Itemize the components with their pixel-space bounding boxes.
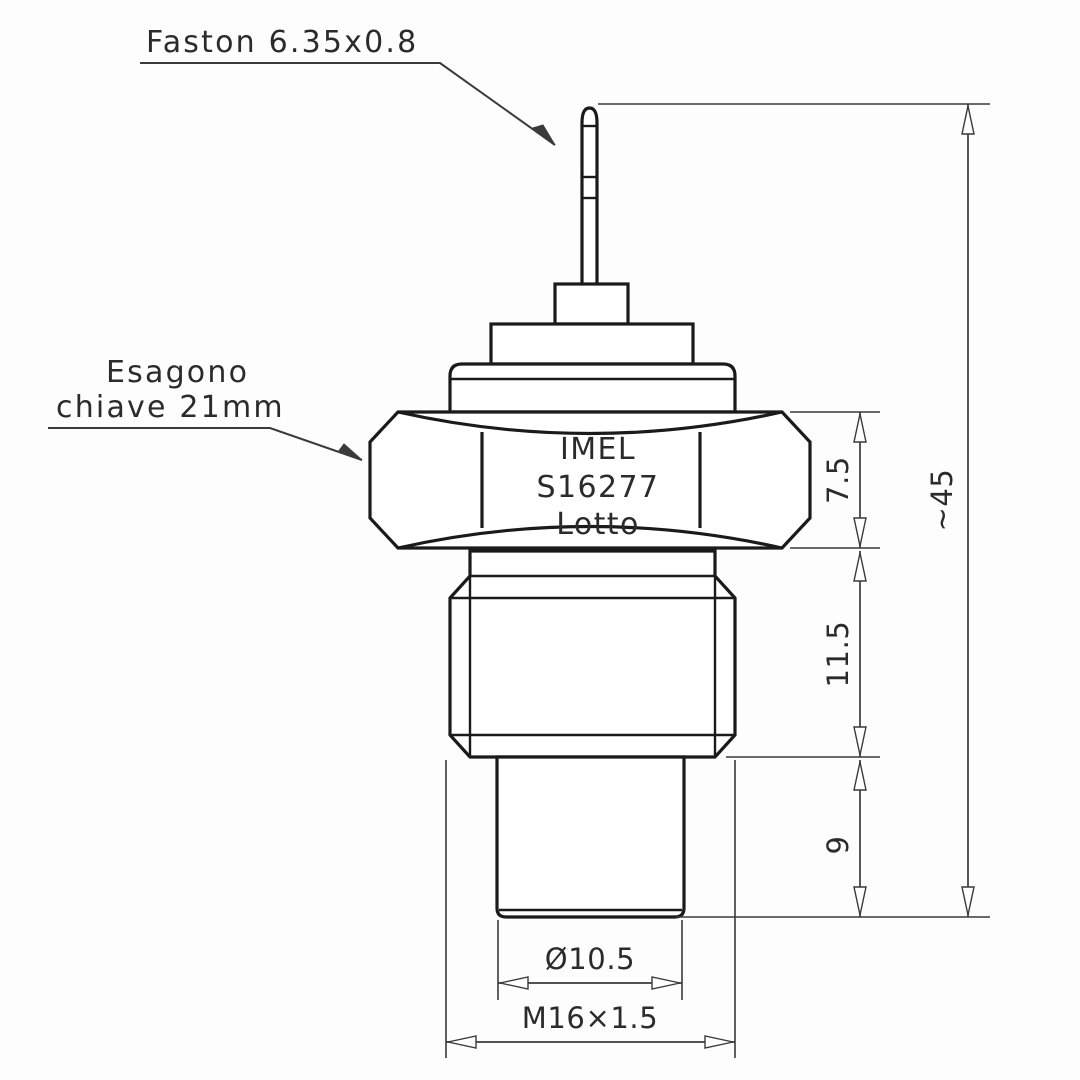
faston-blade-outline	[580, 106, 599, 300]
annotation-layer: Faston 6.35x0.8 Esagono chiave 21mm	[48, 25, 556, 461]
part-geometry: IMEL S16277 Lotto	[368, 106, 812, 919]
nose-cylinder	[495, 755, 686, 919]
hex-chamfer-arc-top	[397, 410, 783, 436]
body-marking-group: IMEL S16277 Lotto	[537, 432, 660, 542]
horizontal-dimension-layer: Ø10.5 M16×1.5	[445, 760, 736, 1058]
hex-annotation: Esagono chiave 21mm	[48, 355, 363, 461]
dim-arrow-7p5-top	[853, 413, 867, 443]
marking-line-lot: Lotto	[556, 507, 639, 542]
marking-line-code: S16277	[537, 470, 660, 505]
dimension-nose-length: 9	[821, 760, 867, 917]
faston-annotation: Faston 6.35x0.8	[140, 25, 556, 146]
vertical-dimension-layer: 7.5 11.5 9 ~45	[598, 103, 990, 918]
dim-arrow-7p5-bottom	[853, 517, 867, 547]
dim-arrow-overall-top	[961, 105, 975, 135]
dimension-thread-spec: M16×1.5	[446, 1001, 735, 1049]
dimension-hex-height: 7.5	[821, 412, 867, 548]
faston-leader-arrowhead	[531, 124, 556, 146]
shoulder-collar	[448, 362, 737, 414]
dim-arrow-diameter-left	[499, 976, 529, 990]
dimension-thread-length: 11.5	[821, 551, 867, 757]
thread-outer-profile	[448, 549, 737, 759]
faston-terminal	[580, 106, 599, 300]
threaded-section	[448, 549, 737, 759]
riser-block-upper	[553, 282, 630, 326]
dimension-nose-diameter: Ø10.5	[498, 942, 682, 990]
marking-line-brand: IMEL	[560, 432, 636, 467]
dim-arrow-11p5-bottom	[853, 726, 867, 756]
hex-label-line1: Esagono	[106, 355, 249, 390]
dim-arrow-overall-bottom	[961, 886, 975, 916]
faston-leader-line	[140, 62, 556, 146]
dim-value-hex-height: 7.5	[821, 456, 855, 504]
nose-outline	[495, 755, 686, 919]
dim-arrow-diameter-right	[651, 976, 681, 990]
shoulder-outline	[448, 362, 737, 414]
dim-value-nose-diameter: Ø10.5	[545, 942, 635, 976]
dim-value-thread-spec: M16×1.5	[522, 1001, 659, 1035]
dim-arrow-thread-right	[704, 1035, 734, 1049]
dim-arrow-11p5-top	[853, 552, 867, 582]
hex-leader-line	[48, 427, 363, 461]
dim-value-overall-length: ~45	[925, 468, 959, 531]
hex-chamfer-arc-bottom	[397, 524, 783, 550]
dim-value-thread-length: 11.5	[821, 621, 855, 688]
dim-arrow-thread-left	[447, 1035, 477, 1049]
hex-label-line2: chiave 21mm	[56, 390, 285, 425]
riser-block-lower	[489, 322, 695, 366]
dimension-overall-length: ~45	[925, 104, 975, 917]
faston-label: Faston 6.35x0.8	[146, 25, 418, 60]
hex-leader-arrowhead	[337, 443, 363, 461]
hex-nut	[368, 410, 812, 550]
dim-value-nose-length: 9	[821, 835, 855, 854]
dim-arrow-9-top	[853, 761, 867, 791]
dim-arrow-9-bottom	[853, 886, 867, 916]
